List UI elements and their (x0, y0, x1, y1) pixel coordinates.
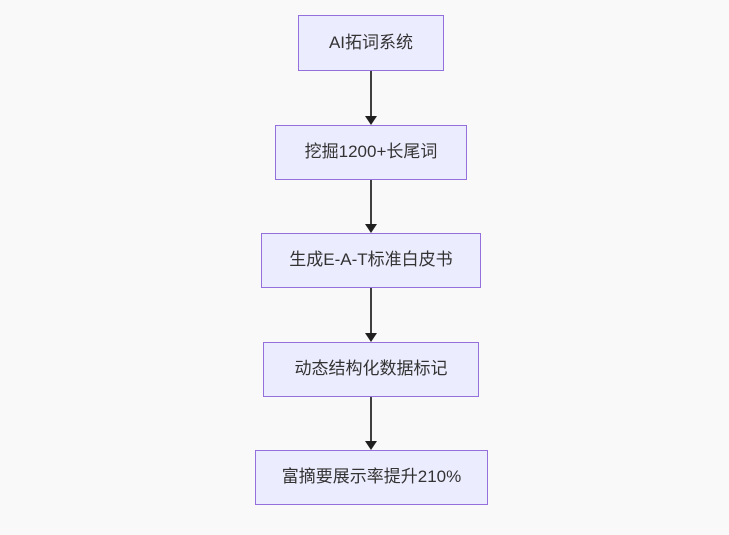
edge-line (370, 71, 372, 116)
node-label: 富摘要展示率提升210% (281, 467, 462, 487)
arrow-down-head-icon (365, 224, 377, 233)
node-rich-snippet-result: 富摘要展示率提升210% (255, 450, 488, 505)
edge-line (370, 180, 372, 224)
edge-line (370, 397, 372, 441)
node-structured-data-markup: 动态结构化数据标记 (263, 342, 479, 397)
arrow-down-head-icon (365, 441, 377, 450)
node-label: AI拓词系统 (328, 32, 414, 52)
node-ai-keyword-system: AI拓词系统 (298, 15, 444, 71)
node-label: 挖掘1200+长尾词 (304, 142, 438, 162)
node-label: 生成E-A-T标准白皮书 (289, 250, 453, 270)
node-longtail-mining: 挖掘1200+长尾词 (275, 125, 467, 180)
arrow-down-head-icon (365, 116, 377, 125)
edge-line (370, 288, 372, 333)
node-eat-whitepaper: 生成E-A-T标准白皮书 (261, 233, 481, 288)
arrow-down-head-icon (365, 333, 377, 342)
node-label: 动态结构化数据标记 (294, 359, 448, 379)
